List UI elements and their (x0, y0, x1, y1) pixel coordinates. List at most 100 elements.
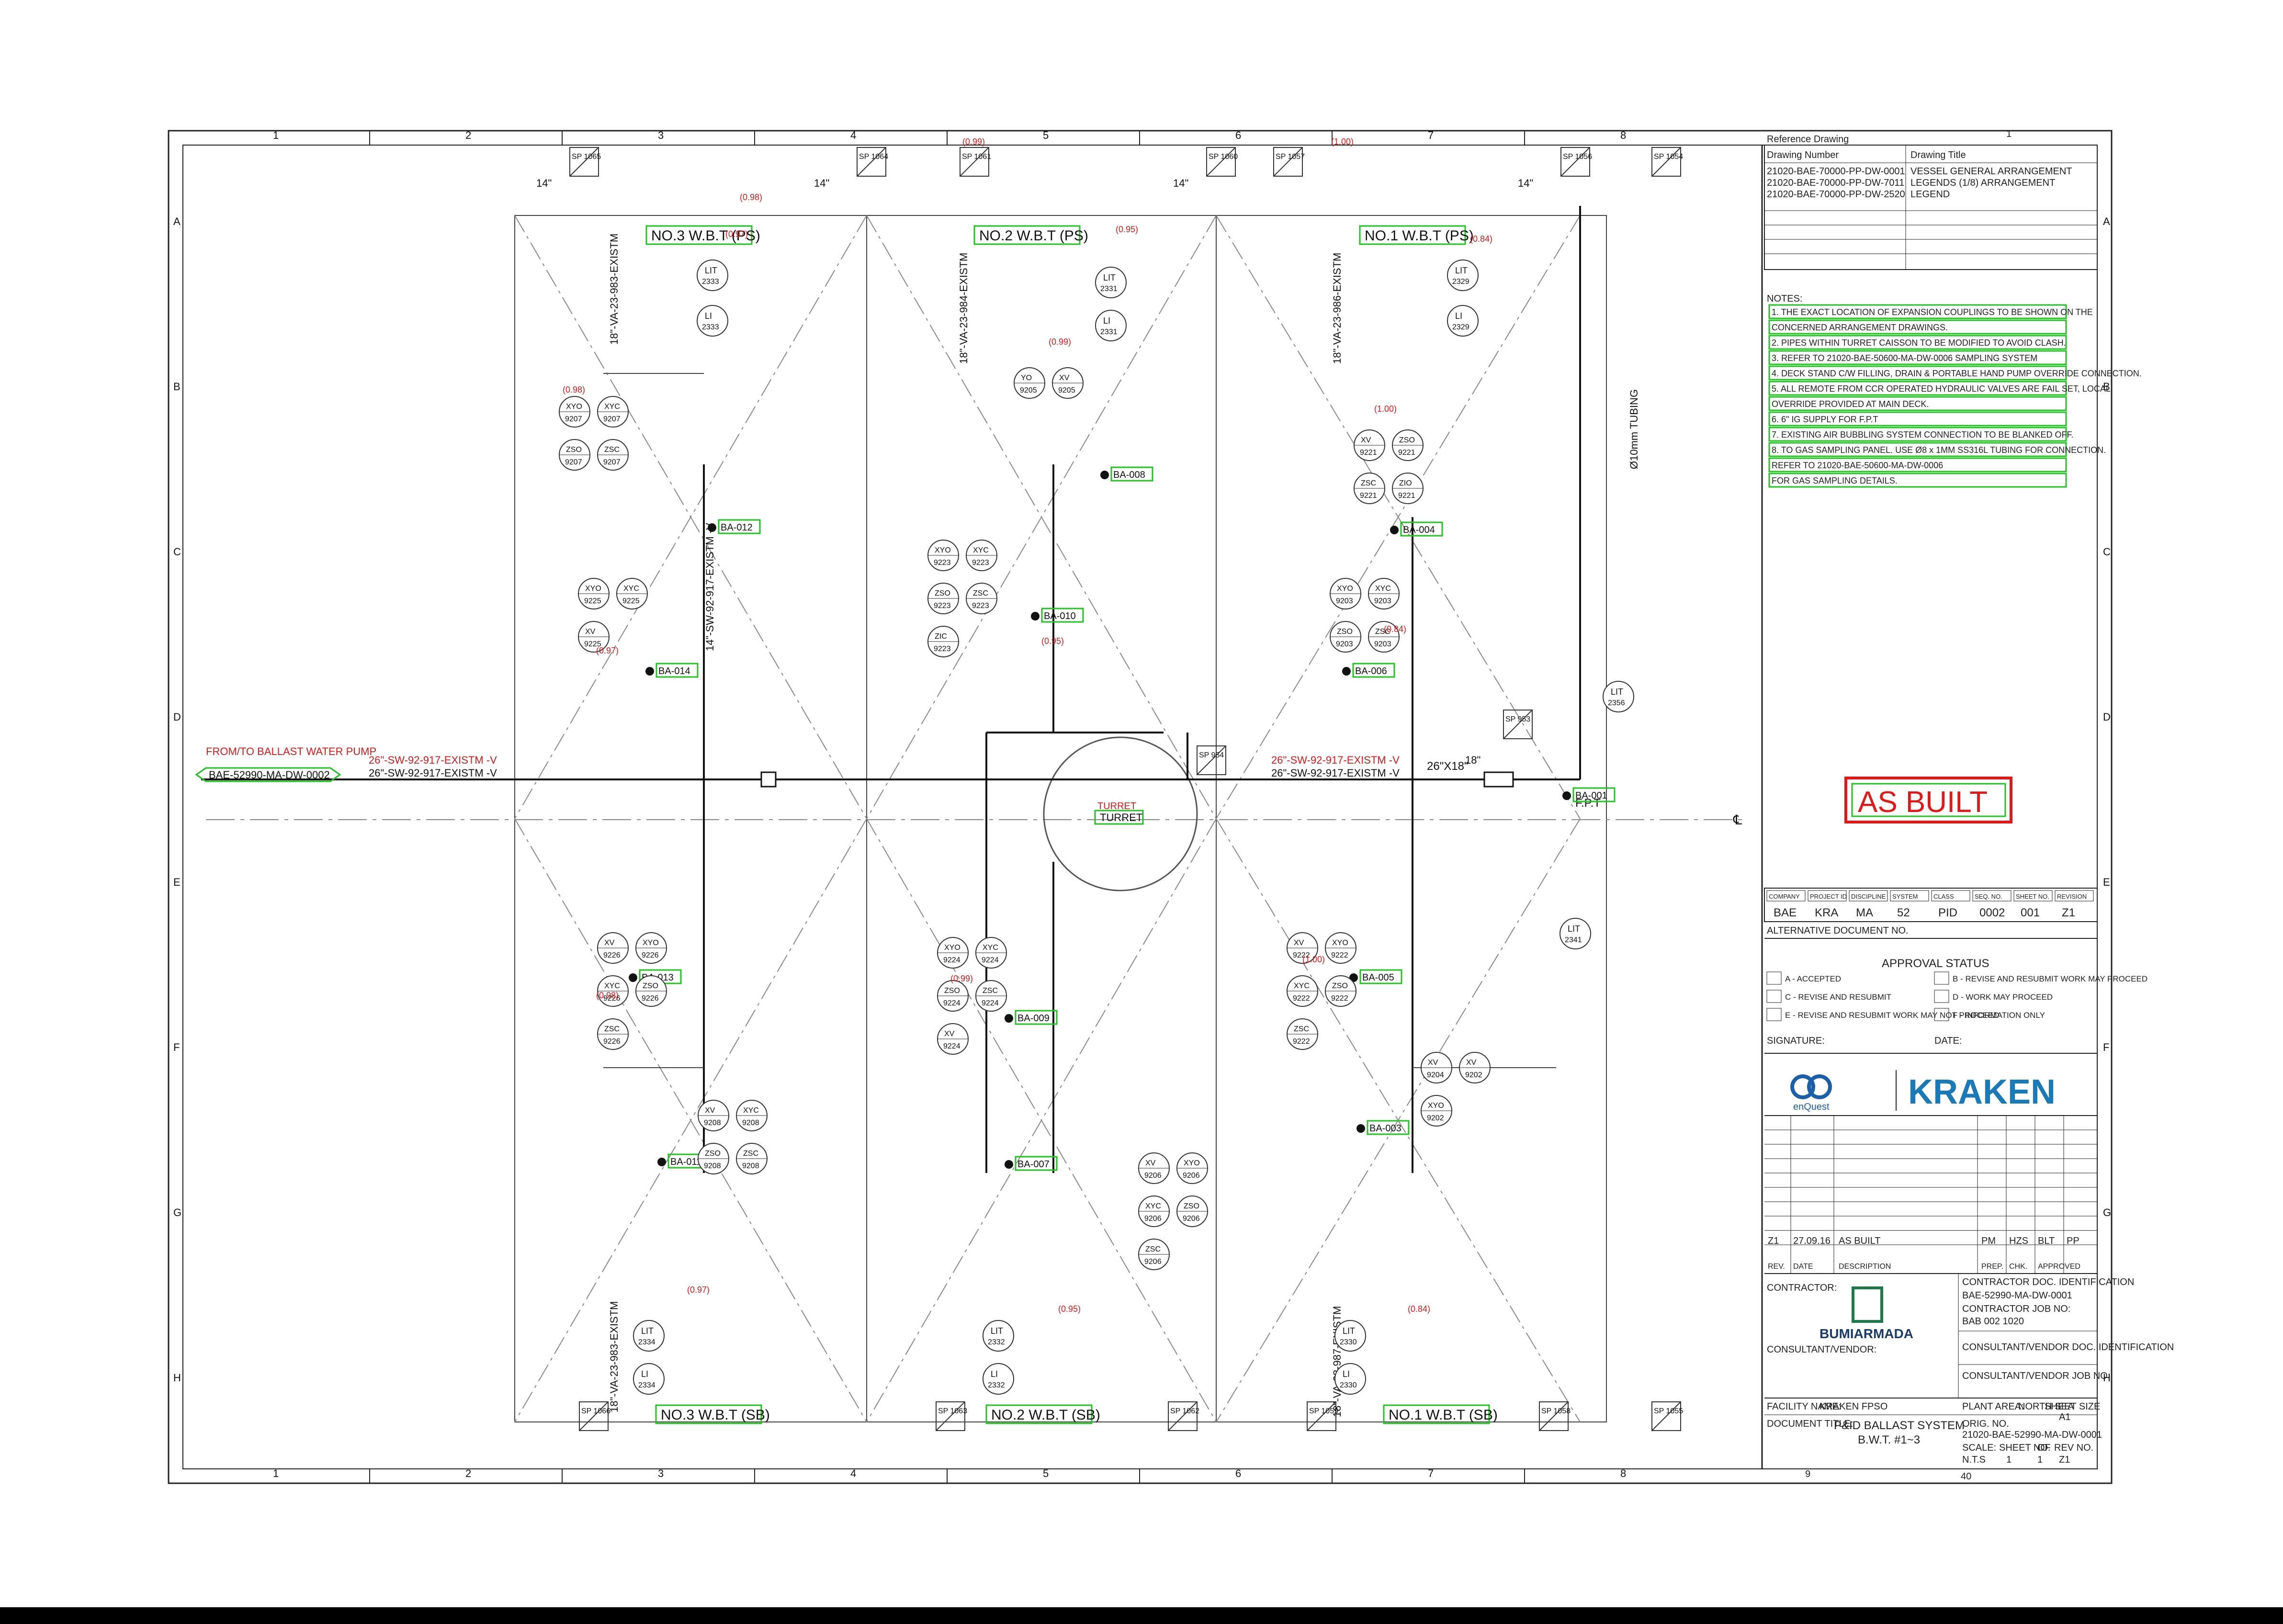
level-instrument-bubble (983, 1320, 1014, 1352)
valve-bubble-number: 9222 (1331, 951, 1348, 959)
valve-tag: BA-012 (721, 522, 753, 533)
instrument-tag: LI (1343, 1369, 1350, 1379)
pipe-size-18: 18" (1465, 754, 1481, 766)
valve-bubble-tag: YO (1021, 374, 1032, 382)
tank-name: NO.3 W.B.T (PS) (651, 228, 760, 244)
tank-name-box (973, 225, 1081, 245)
revision-header: REV. (1768, 1263, 1785, 1271)
grid-col-marker: 1 (273, 129, 279, 141)
doc-id-table (1764, 888, 2098, 922)
valve-tag-box (1015, 1010, 1058, 1025)
valve-bubble-number: 9207 (565, 415, 582, 423)
centerline-symbol: ℄ (1733, 812, 1742, 827)
vent-head-diagonal (1539, 1401, 1569, 1431)
valve-tag: BA-014 (658, 666, 690, 677)
vent-head-diagonal (960, 147, 989, 177)
doc-id-value: 0002 (1979, 906, 2005, 919)
valve-bubble-number: 9225 (584, 640, 601, 648)
doc-title-line2: B.W.T. #1~3 (1858, 1433, 1920, 1446)
vent-head-diagonal (1651, 147, 1681, 177)
valve-bubble-tag: XYO (1184, 1159, 1200, 1167)
rev-chk: HZS (2009, 1236, 2028, 1246)
valve-bubble-tag: ZSC (973, 589, 988, 598)
valve-bubble-number: 9224 (982, 999, 999, 1007)
note-box (1768, 457, 2067, 473)
valve-actuator-dot (1005, 1160, 1013, 1169)
main-ballast-header (201, 206, 1581, 1173)
valve-bubble-number: 9224 (943, 956, 961, 964)
grid-row-marker: F (173, 1041, 180, 1053)
orig-no-label: ORIG. NO. (1962, 1419, 2009, 1429)
note-box (1768, 365, 2067, 381)
notes-list: 1. THE EXACT LOCATION OF EXPANSION COUPL… (1768, 304, 2142, 488)
valve-bubble-tag: ZSC (743, 1150, 758, 1158)
vent-head-tag: SP 1065 (572, 153, 601, 161)
confidence-score: (0.95) (1116, 225, 1138, 234)
note-line: 4. DECK STAND C/W FILLING, DRAIN & PORTA… (1772, 369, 2142, 378)
vent-head-tag: SP 1066 (581, 1407, 610, 1415)
valve-bubble-tag: XV (944, 1030, 955, 1038)
doc-id-value: 52 (1897, 906, 1910, 919)
tank-name: NO.3 W.B.T (SB) (661, 1407, 770, 1423)
valve-bubble-number: 9206 (1183, 1172, 1200, 1180)
vent-head-box (1307, 1401, 1336, 1431)
approval-item: E - REVISE AND RESUBMIT WORK MAY NOT PRO… (1785, 1011, 1999, 1020)
vent-head-diagonal (936, 1401, 965, 1431)
main-line-right: 26"-SW-92-917-EXISTM -V (1271, 767, 1400, 779)
valve-bubble-tag: XYC (623, 585, 639, 593)
ref-col-title: Drawing Title (1910, 150, 1966, 160)
grid-col-marker: 3 (658, 1467, 664, 1479)
tank-name: NO.2 W.B.T (SB) (991, 1407, 1100, 1423)
grid-row-marker: B (173, 381, 181, 393)
sheet-size-value: A1 (2059, 1412, 2070, 1422)
valve-bubble-number: 9206 (1183, 1215, 1200, 1223)
vent-head-tag: SP 1054 (1654, 153, 1683, 161)
vent-head-box (1651, 1401, 1681, 1431)
valve-actuator-dot (657, 1158, 666, 1166)
valve-bubble-number: 9205 (1058, 386, 1075, 395)
grid-col-marker: 5 (1043, 129, 1049, 141)
valve-bubble-number: 9223 (934, 602, 951, 610)
date-label: DATE: (1934, 1036, 1962, 1046)
valve-bubble-tag: ZIC (935, 632, 947, 641)
valve-tag-box (1367, 1120, 1410, 1135)
valve-tag: BA-001 (1575, 790, 1607, 801)
approval-item: D - WORK MAY PROCEED (1953, 992, 2053, 1002)
vent-head-diagonal (1503, 710, 1533, 739)
plant-area-value: NORTH SEA (2018, 1401, 2074, 1412)
level-instrument-bubble (1334, 1363, 1366, 1395)
confidence-score: (0.95) (1058, 1304, 1081, 1314)
from-pump-doc: BAE-52990-MA-DW-0002 (209, 769, 330, 781)
approval-checkbox (1934, 971, 1949, 985)
valve-bubble-tag: ZSC (983, 987, 998, 995)
tank-name: NO.1 W.B.T (PS) (1365, 228, 1474, 244)
notes-title: NOTES: (1767, 293, 1802, 304)
riser-sb1-label: 18"-VA-23-987-EXISTM (1331, 1306, 1343, 1417)
rev-date: 27.09.16 (1793, 1236, 1831, 1246)
vent-head-diagonal (579, 1401, 609, 1431)
valve-actuator-dot (1005, 1014, 1013, 1023)
level-instrument-bubble (633, 1363, 665, 1395)
valve-bubble-tag: XYC (743, 1106, 759, 1115)
revision-header: DATE (1793, 1263, 1813, 1271)
level-instrument-bubble (983, 1363, 1014, 1395)
sheet-label: SHEET NO. (1999, 1443, 2050, 1453)
valve-bubble-number: 9204 (1427, 1071, 1444, 1079)
ocr-confidence-labels: (0.98)(0.99)(1.00)(0.97)(0.95)(0.84)(0.9… (563, 137, 1492, 1314)
kraken-logo: KRAKEN (1908, 1073, 2056, 1111)
pipe-size-14: 14" (536, 177, 552, 189)
valve-bubble-tag: ZSO (935, 589, 950, 598)
valve-bubble-tag: XYO (944, 944, 961, 952)
valve-bubble-number: 9203 (1374, 597, 1391, 605)
ref-row-title: LEGEND (1910, 189, 1950, 200)
doc-id-value: PID (1938, 906, 1957, 919)
grid-col-marker: 8 (1620, 129, 1626, 141)
valve-bubble-tag: ZSO (944, 987, 960, 995)
valve-bubble-number: 9226 (642, 994, 659, 1003)
grid-col-marker: 2 (465, 129, 471, 141)
doc-id-value: BAE (1774, 906, 1797, 919)
